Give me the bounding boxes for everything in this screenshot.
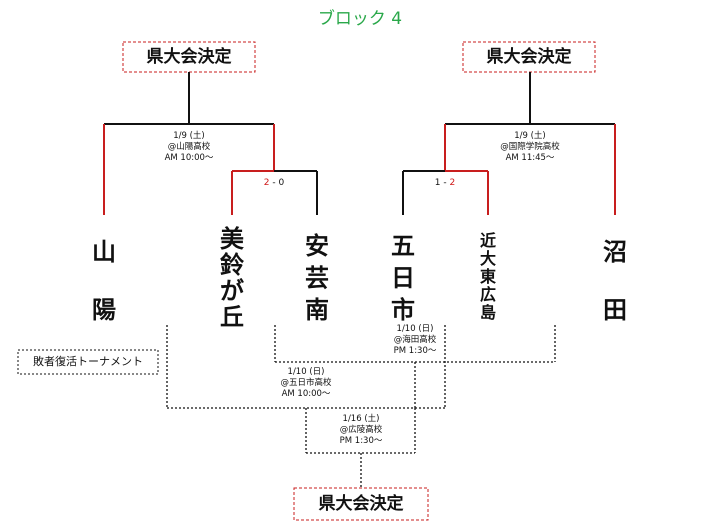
- team-char: 日: [391, 264, 415, 292]
- team-sanyo: 山 陽: [84, 232, 124, 325]
- match-date: 1/9 (土): [514, 131, 546, 141]
- match-date: 1/9 (土): [173, 131, 205, 141]
- team-char: 陽: [92, 296, 116, 324]
- match-info-loser-r1: 1/10 (日) @海田高校 PM 1:30〜: [360, 324, 470, 357]
- match-info-right-final: 1/9 (土) @国際学院高校 AM 11:45〜: [475, 131, 585, 164]
- match-venue: @広陵高校: [339, 425, 383, 435]
- score-loser: 0: [278, 178, 285, 188]
- score-left-semi: 2 - 0: [249, 178, 299, 188]
- score-right-semi: 1 - 2: [420, 178, 470, 188]
- score-winner: 2: [449, 178, 456, 188]
- team-char: 島: [479, 303, 496, 322]
- team-itsukaichi: 五 日 市: [383, 230, 423, 326]
- team-char: 田: [603, 296, 627, 324]
- match-time: AM 11:45〜: [505, 153, 555, 163]
- match-venue: @海田高校: [393, 335, 437, 345]
- qualify-box-bottom: [293, 487, 429, 521]
- qualify-label-left: 県大会決定: [146, 47, 232, 67]
- team-char: 市: [391, 296, 415, 324]
- match-date: 1/10 (日): [287, 367, 325, 377]
- team-numata: 沼 田: [595, 232, 635, 325]
- team-char: 丘: [220, 303, 244, 331]
- match-date: 1/10 (日): [396, 324, 434, 334]
- team-char: が: [220, 277, 244, 305]
- match-venue: @山陽高校: [167, 142, 211, 152]
- team-char: 近: [479, 231, 496, 250]
- team-kindai-higashihiroshima: 近 大 東 広 島: [472, 232, 504, 322]
- match-info-left-final: 1/9 (土) @山陽高校 AM 10:00〜: [134, 131, 244, 164]
- team-char: 広: [479, 285, 496, 304]
- score-winner: 2: [263, 178, 270, 188]
- team-char: 安: [305, 232, 329, 260]
- match-venue: @国際学院高校: [500, 142, 560, 152]
- team-char: 山: [92, 238, 116, 266]
- team-char: 大: [479, 249, 496, 268]
- team-char: 芸: [305, 264, 329, 292]
- team-misuzugaoka: 美 鈴 が 丘: [212, 226, 252, 330]
- loser-bracket-box: [17, 349, 159, 375]
- match-date: 1/16 (土): [342, 414, 380, 424]
- match-info-loser-final: 1/16 (土) @広陵高校 PM 1:30〜: [306, 414, 416, 447]
- qualify-label-bottom: 県大会決定: [318, 494, 404, 514]
- score-separator: -: [269, 178, 279, 188]
- match-time: AM 10:00〜: [281, 389, 331, 399]
- team-char: 美: [220, 225, 244, 253]
- match-info-loser-r2: 1/10 (日) @五日市高校 AM 10:00〜: [251, 367, 361, 400]
- match-venue: @五日市高校: [280, 378, 332, 388]
- score-separator: -: [440, 178, 450, 188]
- team-char: 東: [479, 267, 496, 286]
- team-char: 南: [305, 296, 329, 324]
- team-char: 沼: [603, 238, 627, 266]
- loser-bracket-label: 敗者復活トーナメント: [33, 355, 143, 368]
- match-time: PM 1:30〜: [339, 436, 383, 446]
- match-time: PM 1:30〜: [393, 346, 437, 356]
- team-char: 五: [391, 232, 415, 260]
- match-time: AM 10:00〜: [164, 153, 214, 163]
- team-akiminami: 安 芸 南: [297, 230, 337, 326]
- team-char: 鈴: [220, 251, 244, 279]
- qualify-label-right: 県大会決定: [486, 47, 572, 67]
- score-loser: 1: [434, 178, 441, 188]
- block-title: ブロック 4: [317, 9, 403, 29]
